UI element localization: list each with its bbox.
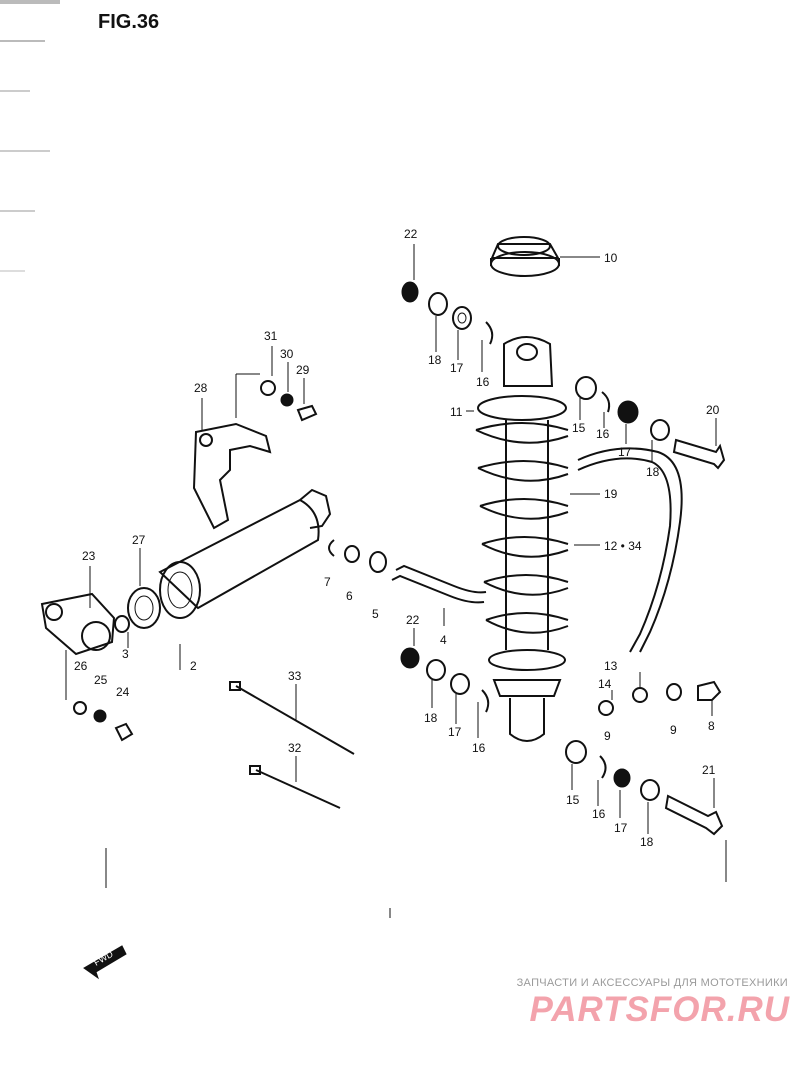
label-15: 15 bbox=[566, 793, 580, 807]
part-33-rod bbox=[229, 681, 355, 755]
part-4-hose bbox=[391, 564, 487, 626]
part-27-collar bbox=[127, 548, 161, 629]
lower-right-bushings bbox=[565, 740, 727, 882]
label-13: 13 bbox=[604, 659, 618, 673]
label-17: 17 bbox=[450, 361, 464, 375]
label-32: 32 bbox=[288, 741, 302, 755]
part-2-reservoir bbox=[158, 488, 332, 670]
part-28-bracket bbox=[192, 373, 272, 530]
upper-right-bushings bbox=[575, 376, 726, 470]
figure-title: FIG.36 bbox=[98, 11, 159, 33]
label-4: 4 bbox=[440, 633, 447, 647]
label-9: 9 bbox=[670, 723, 677, 737]
label-11: 11 bbox=[450, 405, 463, 419]
guide-lines bbox=[105, 848, 391, 918]
label-17: 17 bbox=[448, 725, 462, 739]
label-24: 24 bbox=[116, 685, 130, 699]
label-3: 3 bbox=[122, 647, 129, 661]
label-20: 20 bbox=[706, 403, 720, 417]
label-26: 26 bbox=[74, 659, 88, 673]
fittings-8-14 bbox=[598, 680, 722, 716]
label-16: 16 bbox=[596, 427, 610, 441]
part-11-shock-absorber bbox=[466, 336, 567, 650]
label-17: 17 bbox=[618, 445, 632, 459]
label-10: 10 bbox=[604, 251, 618, 265]
watermark-brand: PARTSFOR.RU bbox=[529, 990, 790, 1029]
scan-noise bbox=[0, 0, 60, 272]
part-19-spring bbox=[475, 422, 600, 742]
fittings-5-7 bbox=[328, 539, 387, 573]
label-15: 15 bbox=[572, 421, 586, 435]
fasteners-29-31 bbox=[260, 346, 318, 422]
label-14: 14 bbox=[598, 677, 612, 691]
label-16: 16 bbox=[476, 375, 490, 389]
label-8: 8 bbox=[708, 719, 715, 733]
label-27: 27 bbox=[132, 533, 146, 547]
label-22: 22 bbox=[404, 227, 418, 241]
watermark-caption: ЗАПЧАСТИ И АКСЕССУАРЫ ДЛЯ МОТОТЕХНИКИ bbox=[516, 977, 788, 989]
label-19: 19 bbox=[604, 487, 618, 501]
label-12-34: 12 • 34 bbox=[604, 539, 642, 553]
part-23-mount-plate bbox=[40, 566, 116, 656]
label-18: 18 bbox=[424, 711, 438, 725]
label-21: 21 bbox=[702, 763, 716, 777]
label-18: 18 bbox=[428, 353, 442, 367]
reference-labels: 22 10 18 17 16 31 30 29 28 11 15 16 20 1… bbox=[74, 227, 720, 849]
label-30: 30 bbox=[280, 347, 294, 361]
fasteners-24-26 bbox=[65, 650, 134, 742]
label-2: 2 bbox=[190, 659, 197, 673]
label-29: 29 bbox=[296, 363, 310, 377]
label-9: 9 bbox=[604, 729, 611, 743]
label-18: 18 bbox=[640, 835, 654, 849]
fwd-arrow-icon: FWD bbox=[83, 945, 127, 980]
part-13-hose bbox=[577, 447, 683, 703]
lower-bushing-stack bbox=[400, 628, 490, 738]
label-25: 25 bbox=[94, 673, 108, 687]
label-17: 17 bbox=[614, 821, 628, 835]
label-5: 5 bbox=[372, 607, 379, 621]
label-6: 6 bbox=[346, 589, 353, 603]
label-7: 7 bbox=[324, 575, 331, 589]
label-31: 31 bbox=[264, 329, 278, 343]
label-22: 22 bbox=[406, 613, 420, 627]
label-33: 33 bbox=[288, 669, 302, 683]
label-16: 16 bbox=[592, 807, 606, 821]
label-28: 28 bbox=[194, 381, 208, 395]
part-10-cap bbox=[490, 236, 600, 277]
upper-bushing-stack bbox=[401, 244, 494, 372]
part-3-spacer bbox=[114, 615, 130, 648]
label-18: 18 bbox=[646, 465, 660, 479]
label-16: 16 bbox=[472, 741, 486, 755]
part-32-rod bbox=[249, 756, 341, 809]
label-23: 23 bbox=[82, 549, 96, 563]
